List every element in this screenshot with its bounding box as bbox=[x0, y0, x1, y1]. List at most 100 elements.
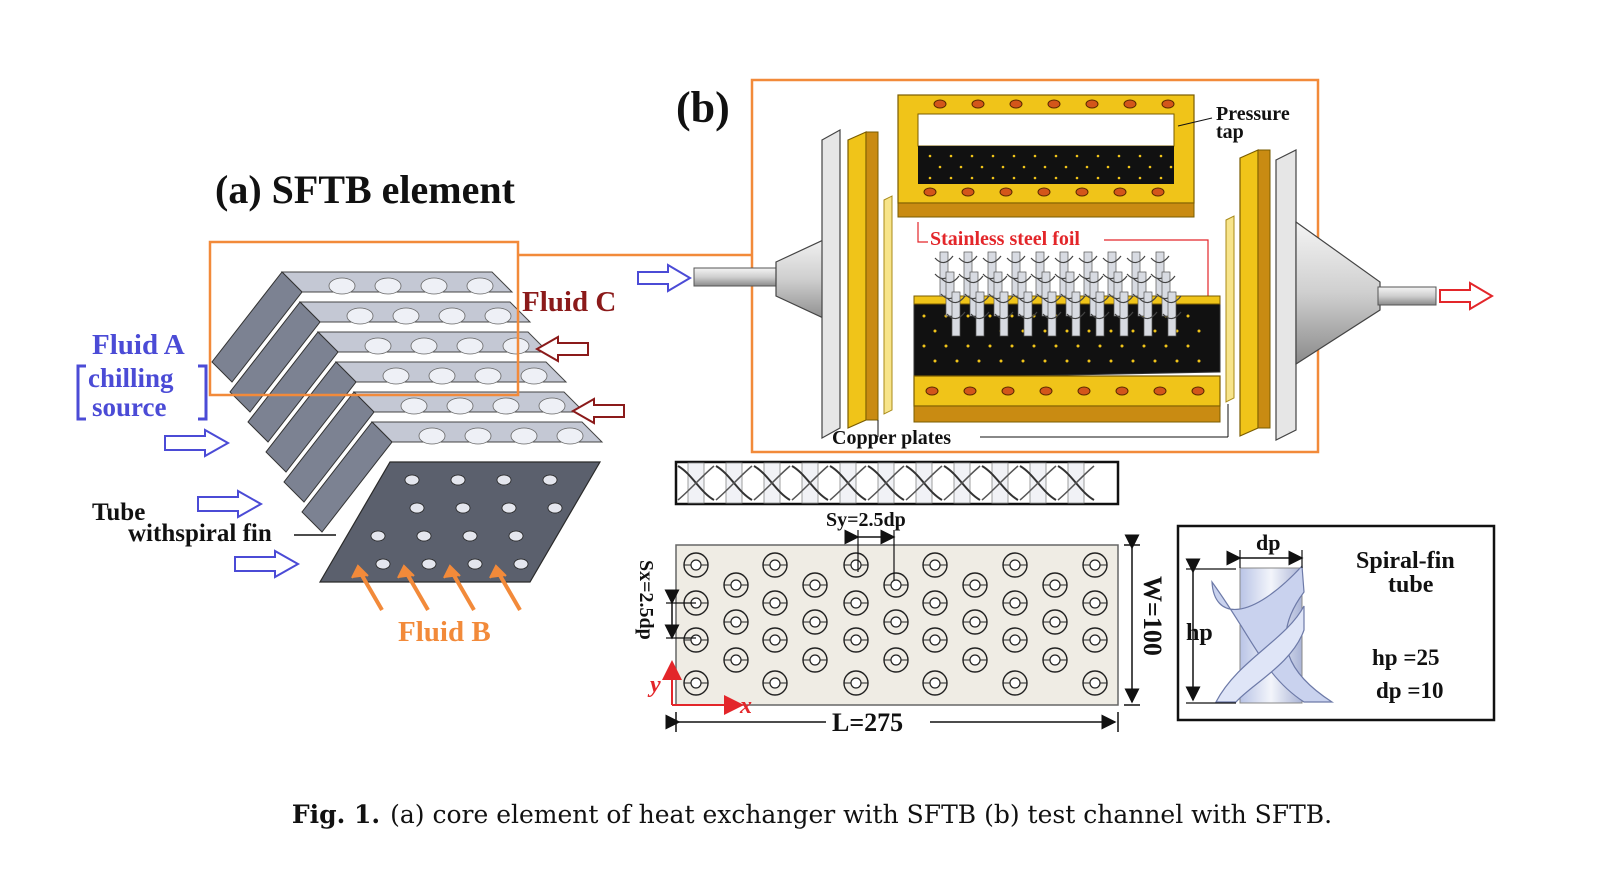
dot bbox=[922, 314, 926, 318]
layout-tube bbox=[962, 572, 988, 598]
strip-tube bbox=[943, 462, 981, 504]
bolt-hole bbox=[1037, 187, 1051, 197]
fin-dome bbox=[420, 277, 448, 295]
layout-tube bbox=[843, 552, 869, 578]
dp-label: dp bbox=[1256, 530, 1280, 555]
layout-tube-inner bbox=[850, 634, 862, 646]
layout-tube-inner bbox=[1009, 677, 1021, 689]
bolt-hole bbox=[1113, 187, 1127, 197]
layout-tube bbox=[962, 609, 988, 635]
layout-tube-inner bbox=[890, 616, 902, 628]
fin-dome bbox=[520, 367, 548, 385]
dot bbox=[1065, 329, 1069, 333]
fin-dome bbox=[474, 367, 502, 385]
tube-label-line2: withspiral fin bbox=[128, 520, 272, 547]
fin-dome bbox=[382, 367, 410, 385]
dot bbox=[1120, 344, 1124, 348]
layout-tube bbox=[802, 647, 828, 673]
stack-plate bbox=[265, 361, 568, 473]
layout-tube bbox=[1042, 647, 1068, 673]
dot bbox=[928, 176, 932, 180]
plate-side-face bbox=[283, 391, 375, 503]
spiral-tube bbox=[946, 291, 966, 337]
dot bbox=[1087, 359, 1091, 363]
strip-tube bbox=[791, 462, 829, 504]
bolt-hole bbox=[963, 386, 977, 396]
tube-body bbox=[1119, 291, 1129, 337]
dot bbox=[1087, 329, 1091, 333]
dot bbox=[1065, 359, 1069, 363]
front-hole bbox=[496, 474, 512, 486]
layout-tube bbox=[1082, 670, 1108, 696]
layout-tube-inner bbox=[850, 597, 862, 609]
caption-text: (a) core element of heat exchanger with … bbox=[390, 800, 1333, 829]
fluid-b-arrows bbox=[351, 564, 522, 612]
dot bbox=[966, 344, 970, 348]
dot bbox=[970, 176, 974, 180]
bolt-hole bbox=[1039, 386, 1053, 396]
layout-tube-inner bbox=[1089, 677, 1101, 689]
layout-tube-inner bbox=[969, 579, 981, 591]
layout-tube-inner bbox=[929, 559, 941, 571]
dot bbox=[1148, 165, 1152, 169]
dot bbox=[944, 344, 948, 348]
tube-fin bbox=[946, 295, 966, 320]
front-hole bbox=[416, 530, 432, 542]
dot bbox=[933, 329, 937, 333]
fin-dome bbox=[538, 397, 566, 415]
front-hole bbox=[455, 502, 471, 514]
dot bbox=[1117, 154, 1121, 158]
source-label: source bbox=[92, 392, 167, 422]
hp-label: hp bbox=[1186, 620, 1213, 646]
dot bbox=[1169, 165, 1173, 169]
dot bbox=[1043, 165, 1047, 169]
bolt-hole bbox=[923, 187, 937, 197]
bolt-hole bbox=[1161, 99, 1175, 109]
sx-label: Sx=2.5dp bbox=[635, 560, 657, 640]
strip-fin bbox=[905, 465, 943, 501]
fin-dome bbox=[364, 337, 392, 355]
layout-tube bbox=[1042, 609, 1068, 635]
pressure-tap-label-2: tap bbox=[1216, 121, 1244, 143]
stack-plate bbox=[283, 391, 586, 503]
dot bbox=[1043, 329, 1047, 333]
top-frame-black-plate bbox=[918, 146, 1174, 184]
detail-spiral-fin-2 bbox=[1215, 605, 1305, 703]
layout-tube bbox=[683, 552, 709, 578]
strip-fin bbox=[715, 465, 753, 501]
layout-tube-inner bbox=[690, 677, 702, 689]
layout-tube-inner bbox=[850, 559, 862, 571]
strip-tube bbox=[905, 462, 943, 504]
layout-tube bbox=[843, 627, 869, 653]
layout-tube bbox=[922, 552, 948, 578]
layout-tube bbox=[762, 552, 788, 578]
figure-caption: Fig. 1.(a) core element of heat exchange… bbox=[0, 800, 1624, 829]
front-hole bbox=[508, 530, 524, 542]
fluid-b-arrow-4 bbox=[496, 570, 522, 612]
fluid-a-arrow-1 bbox=[164, 428, 231, 458]
foil-label: Stainless steel foil bbox=[930, 228, 1080, 250]
dot bbox=[1131, 359, 1135, 363]
dot bbox=[933, 359, 937, 363]
y-axis-label: y bbox=[647, 672, 661, 698]
spiral-tube bbox=[1114, 291, 1134, 337]
dot bbox=[1153, 359, 1157, 363]
dot bbox=[959, 165, 963, 169]
tube-fin bbox=[1066, 295, 1086, 320]
left-gold-frame bbox=[847, 131, 867, 429]
fin-dome bbox=[466, 277, 494, 295]
layout-tube bbox=[1002, 590, 1028, 616]
dot bbox=[1127, 165, 1131, 169]
dot bbox=[1197, 359, 1201, 363]
dot bbox=[922, 344, 926, 348]
fin-dome bbox=[400, 397, 428, 415]
dot bbox=[966, 314, 970, 318]
spiral-tube bbox=[994, 291, 1014, 337]
strip-fin bbox=[791, 465, 829, 501]
layout-tube bbox=[762, 670, 788, 696]
dot bbox=[980, 165, 984, 169]
fin-dome bbox=[328, 277, 356, 295]
fluid-a-label: Fluid A bbox=[92, 329, 185, 361]
fin-dome bbox=[492, 397, 520, 415]
layout-tube-inner bbox=[969, 616, 981, 628]
